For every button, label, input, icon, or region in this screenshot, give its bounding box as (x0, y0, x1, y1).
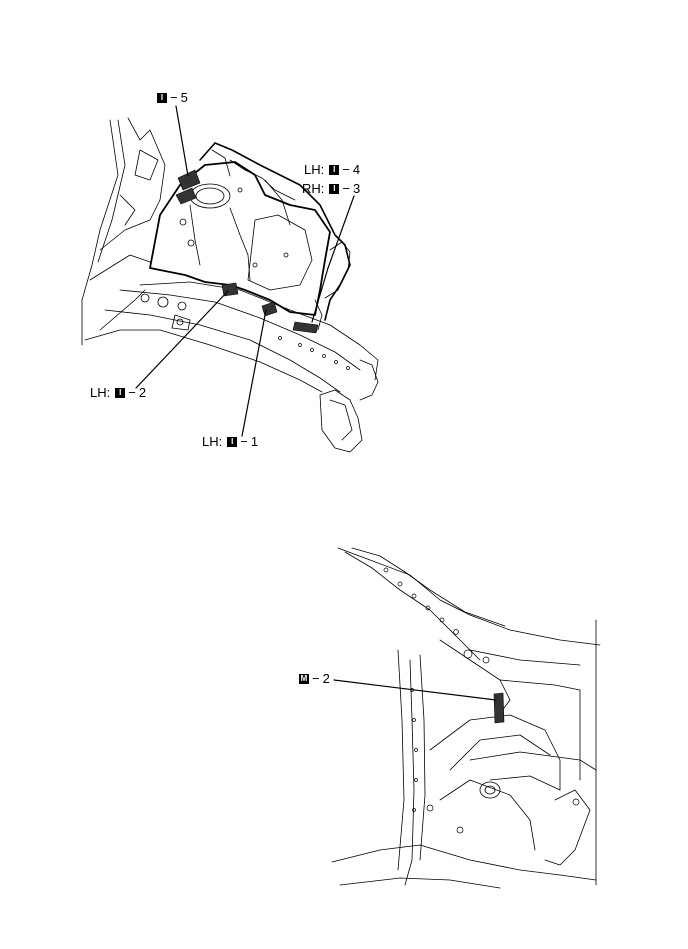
callout-number: 5 (180, 90, 188, 105)
figure2-leader-lines (333, 679, 497, 701)
callout-number: 1 (250, 434, 259, 449)
callout-i2: LH: I − 2 (90, 386, 146, 400)
callout-i1: LH: I − 1 (202, 435, 258, 449)
section-box-icon: I (329, 165, 340, 175)
section-box-icon: I (157, 93, 167, 103)
callout-i4: LH: I − 4 (304, 163, 360, 177)
callout-i3: RH: I − 3 (302, 182, 360, 196)
callout-i5: I − 5 (157, 91, 188, 105)
pillar-holes (383, 567, 580, 834)
section-box-icon: I (115, 388, 126, 398)
figure1-section-marks (175, 169, 319, 334)
dash: − (170, 90, 178, 105)
section-box-icon: I (227, 437, 238, 447)
section-box-icon: M (299, 674, 309, 684)
callout-number: 2 (322, 671, 330, 686)
dash: − (128, 385, 136, 400)
callout-number: 3 (352, 181, 361, 196)
figure1-leader-lines (135, 105, 355, 437)
dash: − (240, 434, 248, 449)
dash: − (342, 162, 350, 177)
dash: − (312, 671, 320, 686)
callout-number: 2 (138, 385, 147, 400)
callout-number: 4 (352, 162, 361, 177)
figure2-section-mark (493, 692, 505, 724)
figure1-line-art (81, 117, 379, 453)
side-member-holes (278, 336, 350, 370)
side-prefix: LH: (304, 162, 325, 177)
side-prefix: RH: (302, 181, 325, 196)
side-prefix: LH: (90, 385, 111, 400)
dash: − (342, 181, 350, 196)
callout-m2: M − 2 (299, 672, 330, 686)
side-prefix: LH: (202, 434, 223, 449)
figure2-line-art (331, 547, 601, 889)
section-box-icon: I (329, 184, 340, 194)
